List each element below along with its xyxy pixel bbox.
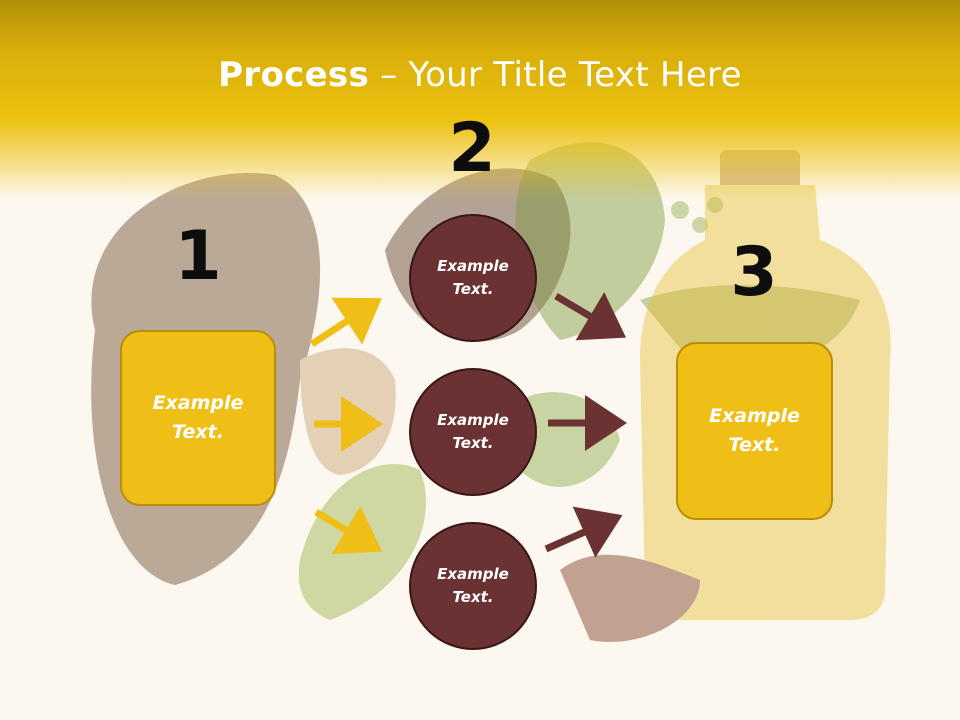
step-2-circle-bottom[interactable]: Example Text. bbox=[409, 522, 537, 650]
step-number-2: 2 bbox=[448, 109, 496, 188]
title-rest: – Your Title Text Here bbox=[369, 55, 742, 95]
arrow-1-to-2-bottom bbox=[314, 505, 383, 555]
slide-title: Process – Your Title Text Here bbox=[0, 52, 960, 98]
step-2-middle-text: Example Text. bbox=[437, 411, 509, 452]
arrow-2-top-to-3 bbox=[554, 292, 627, 341]
title-bold: Process bbox=[218, 55, 370, 95]
step-3-text: Example Text. bbox=[709, 405, 800, 456]
step-2-top-text: Example Text. bbox=[437, 257, 509, 298]
step-3-box[interactable]: Example Text. bbox=[676, 342, 833, 520]
step-2-bottom-text: Example Text. bbox=[437, 565, 509, 606]
step-1-text: Example Text. bbox=[152, 392, 244, 443]
header-band bbox=[0, 0, 960, 200]
step-number-1: 1 bbox=[174, 217, 222, 296]
step-number-3: 3 bbox=[730, 233, 778, 312]
arrow-2-bottom-to-3 bbox=[544, 506, 623, 558]
step-1-box[interactable]: Example Text. bbox=[120, 330, 276, 506]
step-2-circle-top[interactable]: Example Text. bbox=[409, 214, 537, 342]
step-2-circle-middle[interactable]: Example Text. bbox=[409, 368, 537, 496]
arrow-1-to-2-top bbox=[310, 297, 382, 347]
